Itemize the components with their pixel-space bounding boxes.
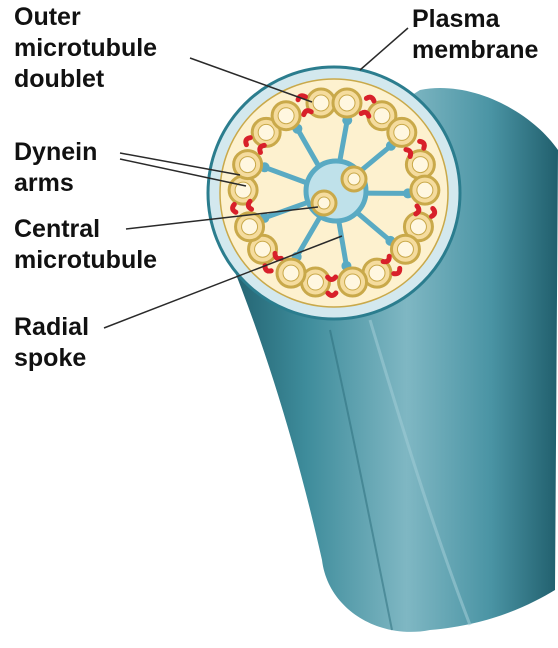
tubule-lumen (318, 197, 330, 209)
tubule-lumen (313, 95, 329, 111)
tubule-lumen (240, 157, 256, 173)
tubule-lumen (307, 274, 323, 290)
label-line: spoke (14, 343, 89, 374)
label-central-microtubule: Central microtubule (14, 214, 157, 276)
label-line: doublet (14, 64, 157, 95)
tubule-lumen (283, 265, 299, 281)
tubule-lumen (369, 265, 385, 281)
tubule-lumen (394, 124, 410, 140)
label-line: microtubule (14, 33, 157, 64)
label-dynein-arms: Dynein arms (14, 137, 97, 199)
tubule-lumen (339, 95, 355, 111)
label-radial-spoke: Radial spoke (14, 312, 89, 374)
label-line: Radial (14, 312, 89, 343)
label-line: arms (14, 168, 97, 199)
label-plasma-membrane: Plasma membrane (412, 4, 538, 66)
label-outer-microtubule-doublet: Outer microtubule doublet (14, 2, 157, 95)
label-line: microtubule (14, 245, 157, 276)
label-line: Outer (14, 2, 157, 33)
tubule-lumen (345, 274, 361, 290)
dynein-arm (328, 277, 336, 280)
label-line: Central (14, 214, 157, 245)
tubule-lumen (397, 241, 413, 257)
tubule-lumen (374, 108, 390, 124)
tubule-lumen (412, 157, 428, 173)
tubule-lumen (348, 173, 360, 185)
tubule-lumen (242, 219, 258, 235)
tubule-lumen (410, 219, 426, 235)
tubule-lumen (255, 241, 271, 257)
tubule-lumen (258, 124, 274, 140)
tubule-lumen (417, 182, 433, 198)
tubule-lumen (278, 108, 294, 124)
label-line: Dynein (14, 137, 97, 168)
label-line: membrane (412, 35, 538, 66)
label-line: Plasma (412, 4, 538, 35)
leader-line-plasma-membrane (360, 28, 408, 70)
dynein-arm (328, 293, 336, 296)
